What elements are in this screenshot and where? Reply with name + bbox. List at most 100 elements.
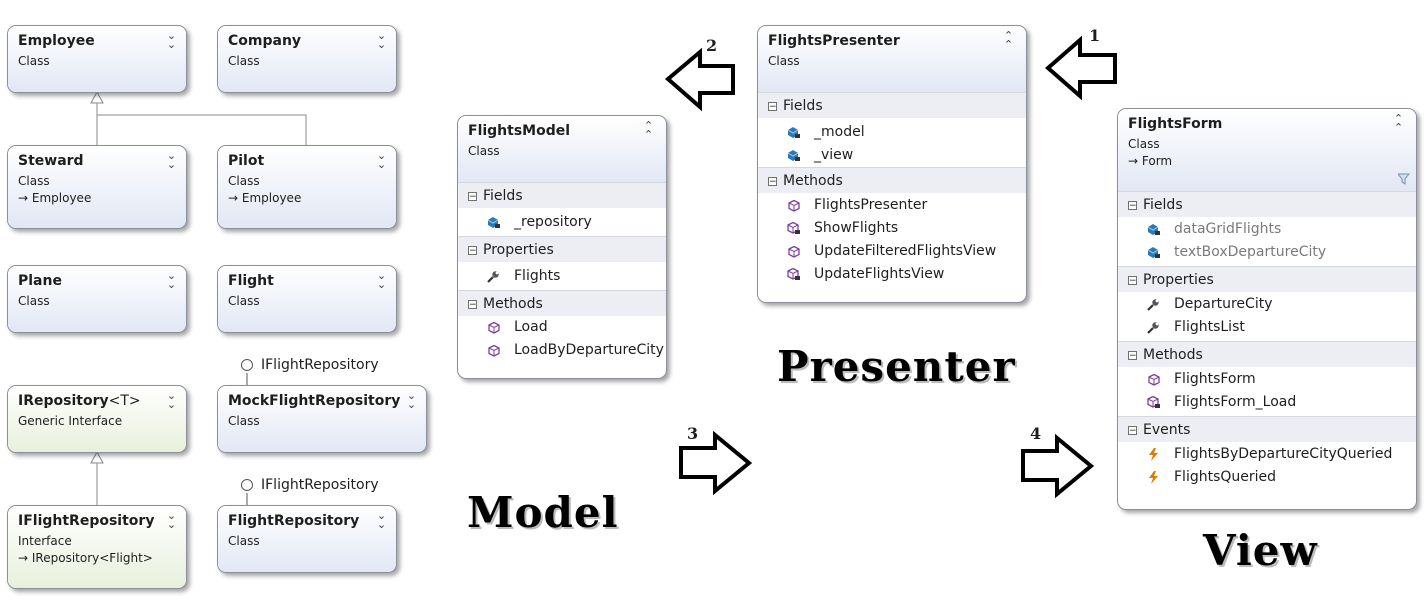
member-method[interactable]: LoadByDepartureCity	[458, 339, 666, 362]
filter-icon[interactable]	[1398, 173, 1410, 185]
property-wrench-icon	[487, 270, 500, 283]
section-properties[interactable]: −Properties	[458, 236, 666, 262]
class-kind: Class	[768, 54, 800, 68]
field-icon	[487, 216, 500, 229]
class-kind: Class	[228, 54, 260, 68]
field-icon	[1147, 223, 1160, 236]
class-name: Employee	[18, 33, 95, 49]
class-name: FlightsModel	[468, 123, 571, 139]
collapse-minus-icon[interactable]: −	[1128, 276, 1137, 286]
class-kind: Class	[1128, 137, 1160, 151]
class-name: IFlightRepository	[18, 513, 155, 529]
label-presenter: Presenter	[777, 342, 1016, 391]
member-field[interactable]: _view	[758, 144, 1026, 167]
class-steward[interactable]: Steward Class → Employee ⌄⌄	[7, 145, 187, 229]
expand-chevron-icon[interactable]: ⌄⌄	[406, 389, 416, 411]
expand-chevron-icon[interactable]: ⌄⌄	[166, 389, 176, 411]
method-icon	[788, 245, 800, 258]
expand-chevron-icon[interactable]: ⌄⌄	[166, 149, 176, 171]
expand-chevron-icon[interactable]: ⌄⌄	[376, 269, 386, 291]
member-event[interactable]: FlightsByDepartureCityQueried	[1118, 443, 1416, 466]
expand-chevron-icon[interactable]: ⌄⌄	[376, 29, 386, 51]
section-methods[interactable]: −Methods	[1118, 341, 1416, 367]
member-method[interactable]: FlightsForm_Load	[1118, 391, 1416, 414]
member-method[interactable]: UpdateFilteredFlightsView	[758, 240, 1026, 263]
class-plane[interactable]: Plane Class ⌄⌄	[7, 265, 187, 333]
class-kind: Class	[228, 414, 260, 428]
member-field[interactable]: textBoxDepartureCity	[1118, 241, 1416, 264]
class-flightsform[interactable]: FlightsForm Class → Form ⌄⌄ −Fields data…	[1117, 108, 1417, 510]
arrow-right-icon	[679, 430, 753, 496]
collapse-minus-icon[interactable]: −	[768, 177, 777, 187]
class-mockflightrepository[interactable]: MockFlightRepository Class ⌄⌄	[217, 385, 427, 453]
expand-chevron-icon[interactable]: ⌄⌄	[166, 269, 176, 291]
property-wrench-icon	[1147, 298, 1160, 311]
interface-label: IFlightRepository	[261, 477, 379, 493]
class-kind: Class	[18, 174, 50, 188]
collapse-minus-icon[interactable]: −	[768, 102, 777, 112]
member-method[interactable]: UpdateFlightsView	[758, 263, 1026, 286]
member-method[interactable]: Load	[458, 316, 666, 339]
member-event[interactable]: FlightsQueried	[1118, 466, 1416, 489]
method-icon	[488, 321, 500, 334]
member-property[interactable]: Flights	[458, 262, 666, 290]
class-flightrepository[interactable]: FlightRepository Class ⌄⌄	[217, 505, 397, 573]
class-kind: Class	[468, 144, 500, 158]
interface-iflightrepository[interactable]: IFlightRepository Interface → IRepositor…	[7, 505, 187, 589]
step-number: 4	[1030, 424, 1042, 443]
member-property[interactable]: FlightsList	[1118, 316, 1416, 339]
class-flightsmodel[interactable]: FlightsModel Class ⌄⌄ −Fields _repositor…	[457, 115, 667, 379]
member-method[interactable]: FlightsForm	[1118, 368, 1416, 391]
private-method-icon	[1147, 396, 1160, 409]
section-methods[interactable]: −Methods	[758, 167, 1026, 193]
class-employee[interactable]: Employee Class ⌄⌄	[7, 25, 187, 93]
class-kind: Class	[228, 174, 260, 188]
collapse-minus-icon[interactable]: −	[468, 246, 477, 256]
expand-chevron-icon[interactable]: ⌄⌄	[166, 29, 176, 51]
class-kind: Interface	[18, 534, 72, 548]
interface-irepository[interactable]: IRepository<T> Generic Interface ⌄⌄	[7, 385, 187, 453]
member-method[interactable]: ShowFlights	[758, 217, 1026, 240]
class-name: Pilot	[228, 153, 265, 169]
class-company[interactable]: Company Class ⌄⌄	[217, 25, 397, 93]
section-fields[interactable]: −Fields	[758, 92, 1026, 118]
expand-chevron-icon[interactable]: ⌄⌄	[376, 149, 386, 171]
step-number: 2	[706, 36, 718, 55]
expand-chevron-icon[interactable]: ⌄⌄	[166, 509, 176, 531]
section-methods[interactable]: −Methods	[458, 290, 666, 316]
member-field[interactable]: _repository	[458, 208, 666, 236]
class-flight[interactable]: Flight Class ⌄⌄	[217, 265, 397, 333]
collapse-minus-icon[interactable]: −	[468, 192, 477, 202]
interface-circle-icon	[241, 359, 253, 371]
collapse-minus-icon[interactable]: −	[1128, 351, 1137, 361]
section-fields[interactable]: −Fields	[458, 182, 666, 208]
class-kind: Class	[18, 54, 50, 68]
collapse-chevron-icon[interactable]: ⌄⌄	[1396, 111, 1404, 133]
arrow-left-icon	[1044, 35, 1117, 101]
inherit-arrow-icon: →	[228, 191, 239, 205]
collapse-minus-icon[interactable]: −	[1128, 426, 1137, 436]
section-properties[interactable]: −Properties	[1118, 266, 1416, 292]
member-method[interactable]: FlightsPresenter	[758, 194, 1026, 217]
private-method-icon	[787, 268, 800, 281]
collapse-minus-icon[interactable]: −	[468, 300, 477, 310]
expand-chevron-icon[interactable]: ⌄⌄	[376, 509, 386, 531]
step-number: 1	[1089, 26, 1101, 45]
method-icon	[488, 344, 500, 357]
class-name: Plane	[18, 273, 62, 289]
field-icon	[787, 126, 800, 139]
section-fields[interactable]: −Fields	[1118, 191, 1416, 217]
collapse-minus-icon[interactable]: −	[1128, 201, 1137, 211]
member-property[interactable]: DepartureCity	[1118, 293, 1416, 316]
class-name: IRepository<T>	[18, 393, 141, 409]
collapse-chevron-icon[interactable]: ⌄⌄	[646, 118, 654, 140]
private-method-icon	[787, 222, 800, 235]
class-kind: Class	[228, 294, 260, 308]
class-pilot[interactable]: Pilot Class → Employee ⌄⌄	[217, 145, 397, 229]
member-field[interactable]: dataGridFlights	[1118, 218, 1416, 241]
member-field[interactable]: _model	[758, 121, 1026, 144]
arrow-left-icon	[664, 47, 735, 112]
section-events[interactable]: −Events	[1118, 416, 1416, 442]
class-flightspresenter[interactable]: FlightsPresenter Class ⌄⌄ −Fields _model…	[757, 25, 1027, 303]
collapse-chevron-icon[interactable]: ⌄⌄	[1006, 28, 1014, 50]
